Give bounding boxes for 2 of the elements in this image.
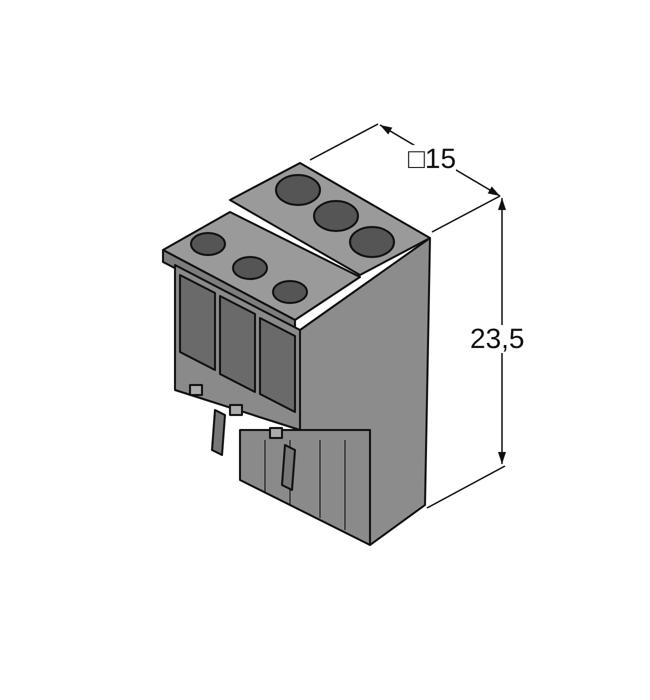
dimension-label: 23,5 [470, 325, 524, 353]
dimension-label: □15 [408, 145, 456, 173]
